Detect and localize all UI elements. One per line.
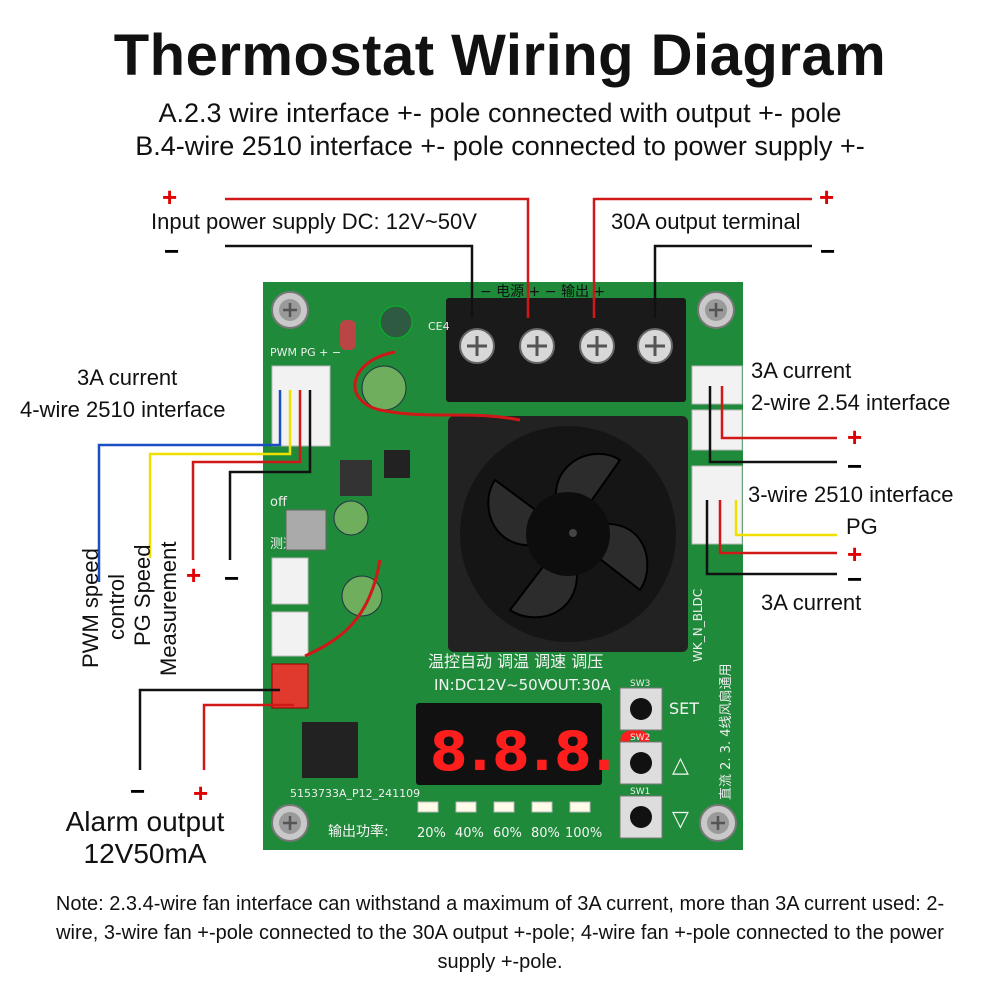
output-terminal-label: 30A output terminal	[611, 209, 801, 234]
right-3wire-pg-label: PG	[846, 514, 878, 539]
right-3wire-plus-sign: +	[847, 539, 863, 569]
input-spec-label: IN:DC12V~50V	[434, 676, 549, 694]
inductor	[340, 460, 372, 496]
subtitle-b: B.4-wire 2510 interface +- pole connecte…	[135, 131, 865, 161]
right-3wire-minus-sign: −	[847, 564, 863, 594]
alarm-plus-wire	[202, 703, 294, 770]
plus-wire-3wire	[718, 500, 837, 555]
alarm-output-label: Alarm output 12V50mA	[30, 806, 260, 870]
minus-wire-3wire	[705, 500, 837, 576]
input-plus-wire	[225, 197, 530, 318]
alarm-connector	[271, 663, 309, 709]
alarm-label-line1: Alarm output	[65, 806, 225, 837]
mounting-screw-icon	[271, 291, 309, 329]
capacitor	[361, 365, 407, 411]
header-pins-label: PWM PG + −	[270, 346, 341, 359]
output-minus-wire	[653, 244, 812, 318]
input-minus-wire	[225, 244, 474, 318]
pg-wire-3wire	[734, 500, 837, 537]
output-spec-label: OUT:30A	[546, 676, 611, 694]
connector-pg	[271, 557, 309, 605]
output-plus-wire	[592, 197, 812, 318]
pwm-label-line1: PWM speed	[78, 548, 103, 668]
right-2wire-current-label: 3A current	[751, 358, 852, 383]
subtitle-a: A.2.3 wire interface +- pole connected w…	[158, 98, 842, 128]
plus-wire-2wire	[720, 386, 837, 440]
fan-power-wire	[353, 350, 521, 422]
connector-2wire-b	[691, 409, 743, 451]
power-step: 80%	[531, 826, 560, 841]
right-2wire-plus-sign: +	[847, 422, 863, 452]
left-4wire-name-label: 4-wire 2510 interface	[20, 397, 226, 422]
input-plus-sign: +	[162, 182, 178, 212]
alarm-plus-sign: +	[193, 778, 209, 808]
sw2-label: SW2	[630, 733, 650, 743]
capacitor	[379, 305, 413, 339]
right-2wire-name-label: 2-wire 2.54 interface	[751, 390, 951, 415]
pg-speed-label: PG Speed	[130, 544, 155, 646]
chip	[384, 450, 410, 478]
fuse	[340, 320, 356, 350]
sw1-label: SW1	[630, 787, 650, 797]
serial-label: 5153733A_P12_241109	[290, 787, 420, 800]
output-minus-sign: −	[820, 236, 836, 266]
plus-wire-left	[191, 390, 302, 560]
mode-labels: 温控自动 调温 调速 调压	[428, 652, 603, 671]
alarm-minus-wire	[138, 688, 280, 770]
power-step: 100%	[565, 826, 602, 841]
seven-segment-display	[416, 703, 602, 785]
terminal-block	[446, 298, 686, 402]
mcu-chip	[302, 722, 358, 778]
minus-wire-2wire	[708, 386, 837, 464]
alarm-minus-sign: −	[130, 776, 146, 806]
up-arrow-icon: △	[672, 753, 689, 778]
footer-note: Note: 2.3.4-wire fan interface can withs…	[55, 893, 945, 973]
right-2wire-minus-sign: −	[847, 451, 863, 481]
measurement-label: Measurement	[156, 541, 181, 676]
power-step: 60%	[493, 826, 522, 841]
mounting-screw-icon	[699, 804, 737, 842]
alarm-label-line2: 12V50mA	[83, 838, 207, 869]
down-arrow-icon: ▽	[672, 807, 689, 832]
alarm-internal-wire	[304, 559, 382, 658]
pwm-label-line2: control	[104, 573, 129, 640]
output-plus-sign: +	[819, 182, 835, 212]
button-set	[619, 687, 663, 731]
crystal	[285, 509, 327, 551]
minus-wire-left	[228, 390, 312, 560]
capacitor	[341, 575, 383, 617]
set-label: SET	[669, 699, 699, 718]
power-step: 40%	[455, 826, 484, 841]
right-3wire-name-label: 3-wire 2510 interface	[748, 482, 954, 507]
sw3-label: SW3	[630, 679, 650, 689]
button-up	[619, 741, 663, 785]
display-value: 8.8.8.8	[430, 720, 656, 783]
model-label: WK_N_BLDC	[691, 589, 705, 662]
connector-2wire	[691, 365, 743, 405]
pg-wire	[148, 390, 292, 558]
right-3wire-current-label: 3A current	[761, 590, 862, 615]
connector-3wire	[691, 465, 743, 545]
left-4wire-current-label: 3A current	[77, 365, 178, 390]
mounting-screw-icon	[697, 291, 735, 329]
side-label: 直流 2. 3. 4线风扇通用	[718, 664, 734, 800]
terminal-marking: − 电源 + − 输出 +	[480, 284, 605, 300]
button-down	[619, 795, 663, 839]
pwm-wire	[97, 390, 282, 582]
left-plus-sign: +	[186, 560, 202, 590]
capacitor	[333, 500, 369, 536]
power-label: 输出功率:	[328, 823, 389, 840]
ce4-label: CE4	[428, 320, 450, 333]
connector-misc	[271, 611, 309, 657]
power-step: 20%	[417, 826, 446, 841]
off-label: off	[270, 495, 288, 510]
mounting-screw-icon	[271, 804, 309, 842]
input-power-label: Input power supply DC: 12V~50V	[151, 209, 477, 234]
input-minus-sign: −	[164, 236, 180, 266]
left-minus-sign: −	[224, 563, 240, 593]
page-title: Thermostat Wiring Diagram	[113, 23, 887, 88]
